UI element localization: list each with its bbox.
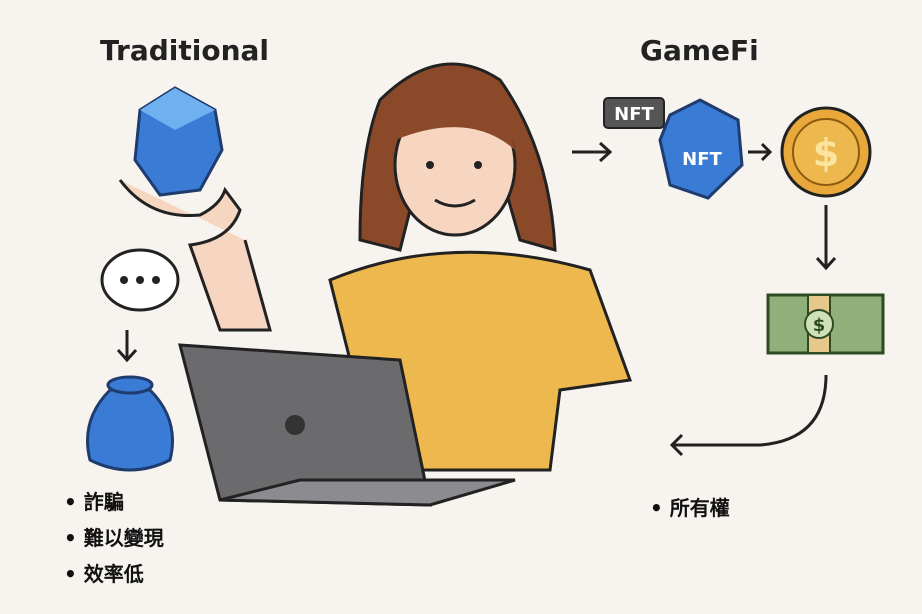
nft-tag: NFT <box>603 97 665 129</box>
nft-gem-icon: NFT <box>658 98 744 200</box>
bullet-item: 詐騙 <box>64 484 164 520</box>
gem-icon <box>133 86 224 197</box>
bullet-item: 效率低 <box>64 556 164 592</box>
gamefi-bullets: 所有權 <box>650 490 730 526</box>
traditional-bullets: 詐騙 難以變現 效率低 <box>64 484 164 592</box>
svg-text:NFT: NFT <box>614 104 654 125</box>
svg-text:$: $ <box>813 315 826 336</box>
svg-text:NFT: NFT <box>682 149 722 170</box>
money-bag-icon <box>86 375 174 472</box>
gamefi-title: GameFi <box>640 34 759 67</box>
coin-icon: $ <box>780 106 872 198</box>
arrow-down-icon <box>116 330 138 363</box>
arrow-right-icon <box>572 141 837 457</box>
laptop-icon <box>178 343 516 507</box>
svg-text:$: $ <box>813 131 839 175</box>
bullet-item: 所有權 <box>650 490 730 526</box>
traditional-title: Traditional <box>100 34 270 67</box>
chat-bubble-icon <box>100 248 180 312</box>
cash-stack-icon: $ <box>766 293 885 355</box>
hand-icon <box>118 179 272 332</box>
bullet-item: 難以變現 <box>64 520 164 556</box>
